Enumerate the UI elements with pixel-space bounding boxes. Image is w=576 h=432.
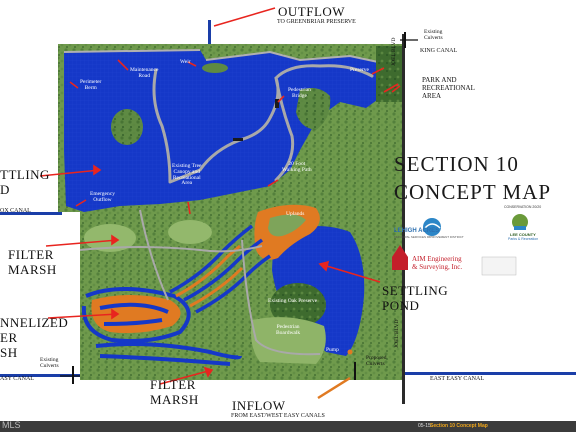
- pedestrian-bridge-1: [275, 99, 279, 108]
- island-weir: [202, 63, 228, 73]
- emergency-outflow-label: Emergency Outflow: [90, 191, 115, 203]
- existing-culverts-top-label: Existing Culverts: [424, 29, 443, 41]
- walking-path-label: 20 Foot Walking Path: [282, 161, 312, 173]
- pump-marker: [347, 349, 353, 355]
- east-easy-canal-label: EAST EASY CANAL: [430, 376, 485, 382]
- aim-logo-line1: AIM Engineering: [412, 255, 462, 263]
- existing-oak-preserve-label: Existing Oak Preserve: [268, 298, 318, 304]
- footer-bar: MLS 05-15 Section 10 Concept Map: [0, 421, 576, 432]
- existing-culverts-bottom-label: Existing Culverts: [40, 357, 59, 369]
- outflow-channel: [208, 20, 211, 46]
- preserve-label: Preserve: [350, 67, 369, 73]
- easy-canal-west-line: [0, 374, 80, 377]
- existing-culvert-west: [72, 366, 74, 384]
- channel-south: [95, 342, 242, 366]
- lehigh-acres-logo: [423, 218, 441, 236]
- channelized-channels: [81, 287, 191, 343]
- joel-blvd-upper-label: JOEL BLVD: [391, 37, 397, 66]
- lehigh-logo-text: LEHIGH ACRES: [394, 228, 440, 234]
- maintenance-road-label: Maintenance Road: [130, 67, 159, 79]
- lee-county-logo-text: LEE COUNTY: [510, 232, 536, 237]
- aim-logo: [392, 245, 408, 270]
- easy-canal-left-label: ASY CANAL: [0, 376, 34, 382]
- aim-address-box: [481, 256, 517, 276]
- king-canal-label: KING CANAL: [420, 48, 458, 54]
- weir-label: Weir: [180, 59, 191, 65]
- ox-canal-label: OX CANAL: [0, 208, 31, 214]
- inflow-arrow: [317, 376, 351, 400]
- map-title-line2: CONCEPT MAP: [394, 180, 552, 204]
- pedestrian-bridge-label: Pedestrian Bridge: [288, 87, 311, 99]
- footer-number: 05-15: [418, 423, 431, 429]
- map-title-line1: SECTION 10: [394, 152, 519, 176]
- filter-marsh-west: [84, 224, 136, 252]
- joel-blvd-lower-label: JOEL BLVD: [394, 319, 400, 348]
- boardwalk-area: [251, 317, 326, 364]
- footer-corner-text: MLS: [2, 420, 21, 430]
- ox-canal-line: [0, 212, 62, 215]
- lehigh-logo-sub: MUNICIPAL SERVICES IMPROVEMENT DISTRICT: [394, 235, 464, 239]
- perimeter-berm-path: [63, 49, 379, 63]
- park-rec-label: PARK AND RECREATIONAL AREA: [422, 76, 475, 101]
- filter-marsh-bottom-label: FILTER MARSH: [150, 377, 199, 407]
- inflow-label: INFLOW: [232, 398, 286, 413]
- settling-pond-label: SETTLING POND: [382, 283, 449, 313]
- settling-left-label: TTLING D: [0, 167, 50, 197]
- pump-label: Pump: [326, 347, 339, 353]
- annotation-arrows: [39, 7, 401, 385]
- joel-blvd-road: [402, 34, 405, 404]
- filter-marsh-left-label: FILTER MARSH: [8, 247, 57, 277]
- aim-logo-line2: & Surveying, Inc.: [412, 263, 463, 271]
- east-easy-canal-line: [405, 372, 576, 375]
- pedestrian-bridge-2: [233, 138, 243, 141]
- inflow-sub-label: FROM EAST/WEST EASY CANALS: [231, 413, 325, 419]
- lee-county-logo-sub: Parks & Recreation: [508, 237, 539, 241]
- pedestrian-boardwalk-label: Pedestrian Boardwalk: [276, 324, 301, 336]
- perimeter-berm-label: Perimeter Berm: [80, 79, 102, 91]
- proposed-culvert: [354, 362, 356, 380]
- existing-tree-canopy-label: Existing Tree Canopy and Recreational Ar…: [172, 163, 202, 187]
- filter-marsh-center: [168, 220, 212, 244]
- uplands-label: Uplands: [286, 211, 305, 217]
- outflow-label: OUTFLOW: [278, 4, 346, 19]
- lee-county-logo: [512, 214, 528, 230]
- footer-title: Section 10 Concept Map: [430, 423, 488, 429]
- conservation-logo-text: CONSERVATION 20/20: [504, 205, 542, 209]
- proposed-culverts-label: Proposed Culverts: [366, 355, 387, 367]
- south-paths: [79, 209, 321, 356]
- existing-culvert-north: [404, 32, 406, 48]
- filter-marsh-orange: [175, 244, 244, 308]
- channelized-label: NNELIZED ER SH: [0, 315, 69, 360]
- outflow-sub-label: TO GREENBRIAR PRESERVE: [277, 19, 356, 25]
